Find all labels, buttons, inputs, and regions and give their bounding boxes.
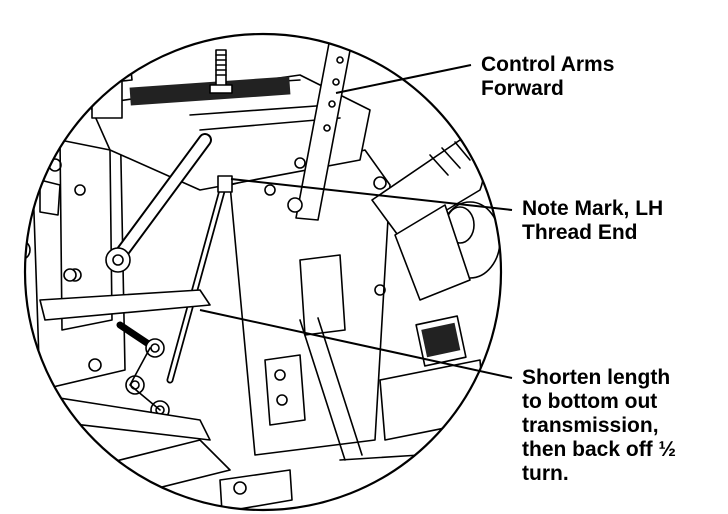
callout-shorten-line-2: to bottom out xyxy=(522,390,658,413)
callout-control-arms: Control Arms Forward xyxy=(481,53,614,101)
callout-note-mark: Note Mark, LH Thread End xyxy=(522,197,663,245)
callout-shorten-line-1: Shorten length xyxy=(522,366,671,389)
callout-shorten-line-4: then back off ½ xyxy=(522,438,677,461)
callout-shorten-length: Shorten length to bottom out transmissio… xyxy=(522,366,676,486)
detail-circle xyxy=(23,32,503,512)
leader-line-shorten xyxy=(199,309,513,379)
callout-note-mark-line-1: Note Mark, LH xyxy=(522,197,664,220)
callout-shorten-line-5: turn. xyxy=(522,462,569,485)
callout-control-arms-line-2: Forward xyxy=(481,77,564,100)
leader-line-note-mark xyxy=(230,178,513,211)
callout-control-arms-line-1: Control Arms xyxy=(481,53,615,76)
machine-drawing xyxy=(25,37,501,510)
callout-shorten-line-3: transmission, xyxy=(522,414,659,437)
leader-line-control-arms xyxy=(335,64,472,94)
callout-note-mark-line-2: Thread End xyxy=(522,221,638,244)
